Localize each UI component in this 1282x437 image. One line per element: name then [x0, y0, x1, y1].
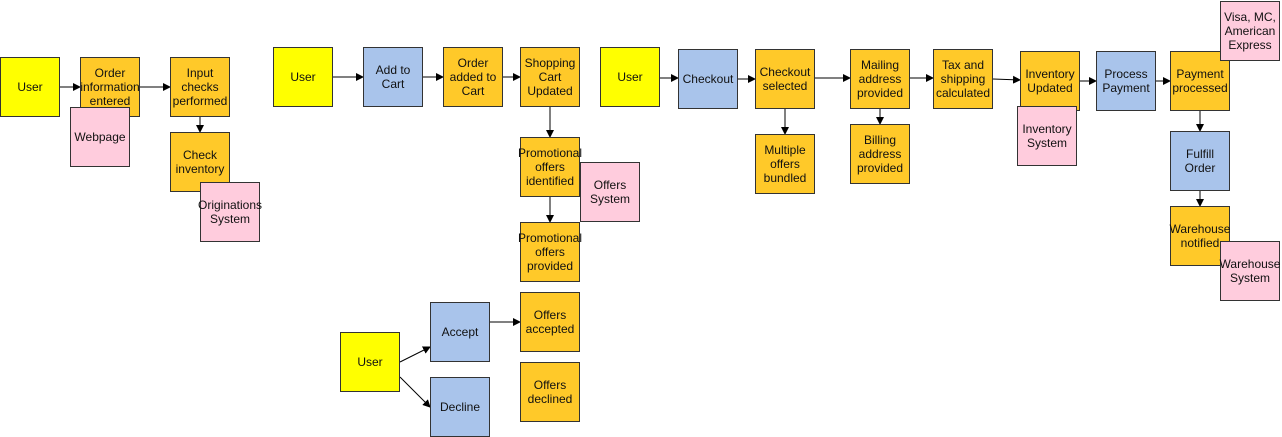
promotional-offers-identified-node[interactable]: Promotional offers identified — [518, 137, 582, 197]
arrow-tax-to-inventory-updated — [992, 75, 1021, 84]
offers-system-node[interactable]: Offers System — [580, 162, 640, 222]
user-node-4[interactable]: User — [600, 47, 660, 107]
shopping-cart-updated-node[interactable]: Shopping Cart Updated — [520, 47, 580, 107]
arrow-user-3-to-decline — [399, 376, 431, 408]
inventory-updated-node[interactable]: Inventory Updated — [1020, 51, 1080, 111]
order-added-to-cart-node[interactable]: Order added to Cart — [443, 47, 503, 107]
user-node-1[interactable]: User — [0, 57, 60, 117]
tax-and-shipping-calculated-node[interactable]: Tax and shipping calculated — [933, 49, 993, 109]
offers-accepted-node[interactable]: Offers accepted — [520, 292, 580, 352]
arrow-user-3-to-accept — [399, 346, 431, 363]
fulfill-order-node[interactable]: Fulfill Order — [1170, 131, 1230, 191]
offers-declined-node[interactable]: Offers declined — [520, 362, 580, 422]
billing-address-provided-node[interactable]: Billing address provided — [850, 124, 910, 184]
webpage-node[interactable]: Webpage — [70, 107, 130, 167]
warehouse-system-node[interactable]: Warehouse System — [1220, 241, 1280, 301]
process-payment-node[interactable]: Process Payment — [1096, 51, 1156, 111]
inventory-system-node[interactable]: Inventory System — [1017, 106, 1077, 166]
originations-system-node[interactable]: Originations System — [198, 182, 262, 242]
checkout-node[interactable]: Checkout — [678, 49, 738, 109]
user-node-2[interactable]: User — [273, 47, 333, 107]
checkout-selected-node[interactable]: Checkout selected — [755, 49, 815, 109]
mailing-address-provided-node[interactable]: Mailing address provided — [850, 49, 910, 109]
decline-node[interactable]: Decline — [430, 377, 490, 437]
input-checks-performed-node[interactable]: Input checks performed — [170, 57, 230, 117]
payment-processed-node[interactable]: Payment processed — [1170, 51, 1230, 111]
multiple-offers-bundled-node[interactable]: Multiple offers bundled — [755, 134, 815, 194]
accept-node[interactable]: Accept — [430, 302, 490, 362]
card-networks-node[interactable]: Visa, MC, American Express — [1220, 1, 1280, 61]
add-to-cart-node[interactable]: Add to Cart — [363, 47, 423, 107]
user-node-3[interactable]: User — [340, 332, 400, 392]
promotional-offers-provided-node[interactable]: Promotional offers provided — [518, 222, 582, 282]
